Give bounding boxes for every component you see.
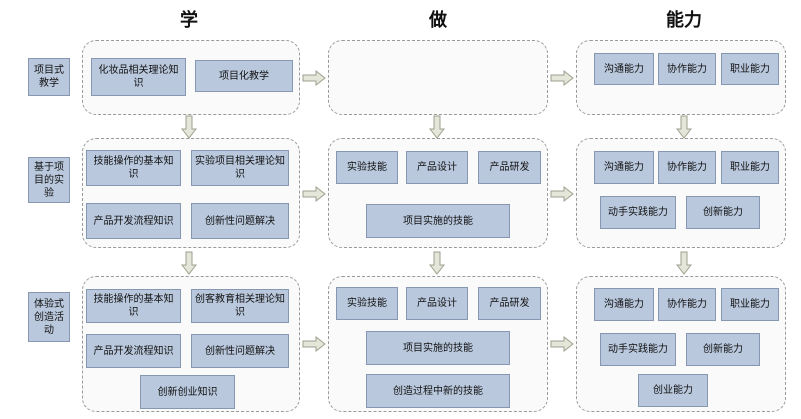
arrow-right-row2-b xyxy=(550,186,574,202)
box-row3-do-3: 产品研发 xyxy=(478,287,541,320)
box-row1-ability-2: 协作能力 xyxy=(658,53,716,85)
row-label-experience: 体验式 创造活 动 xyxy=(28,292,70,342)
arrow-down-do-1 xyxy=(429,115,445,139)
arrow-right-row1-a xyxy=(302,70,326,86)
box-row2-ability-2: 协作能力 xyxy=(658,151,716,184)
box-row3-ability-5: 创新能力 xyxy=(686,333,760,366)
row-label-project: 项目式 教学 xyxy=(28,58,70,96)
box-row1-ability-3: 职业能力 xyxy=(721,53,779,85)
box-row1-learn-2: 项目化教学 xyxy=(195,60,293,92)
header-learn: 学 xyxy=(180,10,198,31)
box-row3-ability-3: 职业能力 xyxy=(721,288,779,321)
arrow-down-do-2 xyxy=(429,251,445,275)
group-row1-do xyxy=(328,40,548,115)
box-row3-learn-1: 技能操作的基本知识 xyxy=(86,289,181,323)
box-row2-learn-4: 创新性问题解决 xyxy=(191,203,289,239)
box-row1-ability-1: 沟通能力 xyxy=(594,53,654,85)
arrow-down-ability-2 xyxy=(676,251,692,275)
box-row3-learn-4: 创新性问题解决 xyxy=(191,334,289,368)
box-row2-do-1: 实验技能 xyxy=(336,151,398,184)
box-row2-do-2: 产品设计 xyxy=(406,151,468,184)
box-row2-learn-2: 实验项目相关理论知识 xyxy=(191,150,289,186)
box-row3-ability-6: 创业能力 xyxy=(638,374,708,407)
arrow-right-row2-a xyxy=(302,186,326,202)
arrow-down-learn-2 xyxy=(181,251,197,275)
box-row3-ability-1: 沟通能力 xyxy=(594,288,654,321)
header-ability: 能力 xyxy=(666,10,702,31)
box-row2-do-4: 项目实施的技能 xyxy=(366,204,510,238)
arrow-down-learn-1 xyxy=(181,115,197,139)
box-row2-ability-5: 创新能力 xyxy=(686,196,760,229)
box-row3-learn-3: 产品开发流程知识 xyxy=(86,334,181,368)
box-row2-ability-4: 动手实践能力 xyxy=(600,196,676,229)
box-row3-ability-2: 协作能力 xyxy=(658,288,716,321)
box-row3-do-4: 项目实施的技能 xyxy=(366,331,510,365)
box-row3-do-5: 创造过程中新的技能 xyxy=(366,374,510,408)
arrow-right-row3-b xyxy=(550,336,574,352)
arrow-right-row1-b xyxy=(550,70,574,86)
box-row3-do-1: 实验技能 xyxy=(336,287,398,320)
box-row3-learn-5: 创新创业知识 xyxy=(140,375,235,409)
row-label-lab: 基于项 目的实 验 xyxy=(28,157,70,203)
box-row3-do-2: 产品设计 xyxy=(406,287,468,320)
box-row2-learn-1: 技能操作的基本知识 xyxy=(86,150,181,186)
box-row1-learn-1: 化妆品相关理论知识 xyxy=(91,58,186,96)
box-row3-ability-4: 动手实践能力 xyxy=(600,333,676,366)
arrow-right-row3-a xyxy=(302,336,326,352)
header-do: 做 xyxy=(429,10,447,31)
box-row2-learn-3: 产品开发流程知识 xyxy=(86,203,181,239)
box-row3-learn-2: 创客教育相关理论知识 xyxy=(191,289,289,323)
box-row2-do-3: 产品研发 xyxy=(478,151,541,184)
arrow-down-ability-1 xyxy=(676,115,692,139)
box-row2-ability-1: 沟通能力 xyxy=(594,151,654,184)
box-row2-ability-3: 职业能力 xyxy=(721,151,779,184)
